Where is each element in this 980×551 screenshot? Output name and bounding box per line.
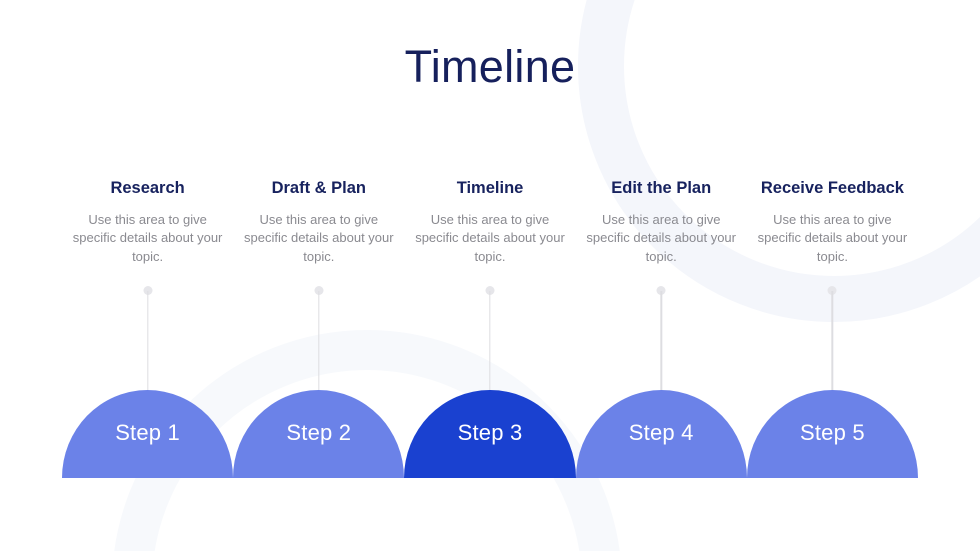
connector-dot-icon (143, 286, 153, 295)
step-arch-4[interactable]: Step 4 (575, 390, 747, 478)
step-arch-1[interactable]: Step 1 (62, 390, 234, 478)
step-arch-3[interactable]: Step 3 (404, 390, 576, 478)
connector-line (146, 291, 149, 403)
connector-4 (576, 286, 747, 406)
page-title: Timeline (404, 41, 576, 92)
column-heading: Timeline (456, 179, 524, 197)
connector-stems (62, 286, 918, 406)
step-arch-2[interactable]: Step 2 (233, 390, 405, 478)
step-label: Step 5 (800, 420, 865, 445)
column-description: Use this area to give specific details a… (757, 211, 908, 265)
step-label: Step 4 (628, 420, 694, 445)
connector-line (489, 291, 491, 403)
step-arch-5[interactable]: Step 5 (746, 390, 919, 478)
connector-dot-icon (314, 286, 324, 295)
column-heading: Research (110, 179, 185, 197)
connector-dot-icon (656, 286, 666, 295)
column-heading: Receive Feedback (760, 179, 904, 197)
step-label: Step 3 (457, 420, 523, 445)
timeline-column-4: Edit the Plan Use this area to give spec… (576, 178, 747, 267)
connector-3 (404, 286, 575, 406)
timeline-columns: Research Use this area to give specific … (62, 178, 918, 267)
column-description: Use this area to give specific details a… (586, 211, 736, 265)
connector-1 (62, 286, 233, 406)
connector-dot-icon (827, 286, 837, 295)
step-arches: Step 1 Step 2 Step 3 Step 4 Step 5 (62, 390, 919, 478)
column-description: Use this area to give specific details a… (244, 211, 394, 265)
column-description: Use this area to give specific details a… (72, 211, 223, 265)
timeline-column-2: Draft & Plan Use this area to give speci… (233, 178, 404, 267)
column-description: Use this area to give specific details a… (415, 211, 565, 265)
timeline-column-5: Receive Feedback Use this area to give s… (747, 178, 918, 267)
step-label: Step 1 (115, 420, 180, 445)
connector-5 (747, 286, 918, 406)
step-label: Step 2 (286, 420, 352, 445)
timeline-column-1: Research Use this area to give specific … (62, 178, 233, 267)
timeline-column-3: Timeline Use this area to give specific … (404, 178, 575, 267)
connector-line (831, 291, 834, 403)
connector-line (318, 291, 320, 403)
column-heading: Draft & Plan (271, 179, 367, 197)
connector-dot-icon (485, 286, 495, 295)
connector-2 (233, 286, 404, 406)
column-heading: Edit the Plan (611, 179, 712, 197)
connector-line (660, 291, 662, 403)
